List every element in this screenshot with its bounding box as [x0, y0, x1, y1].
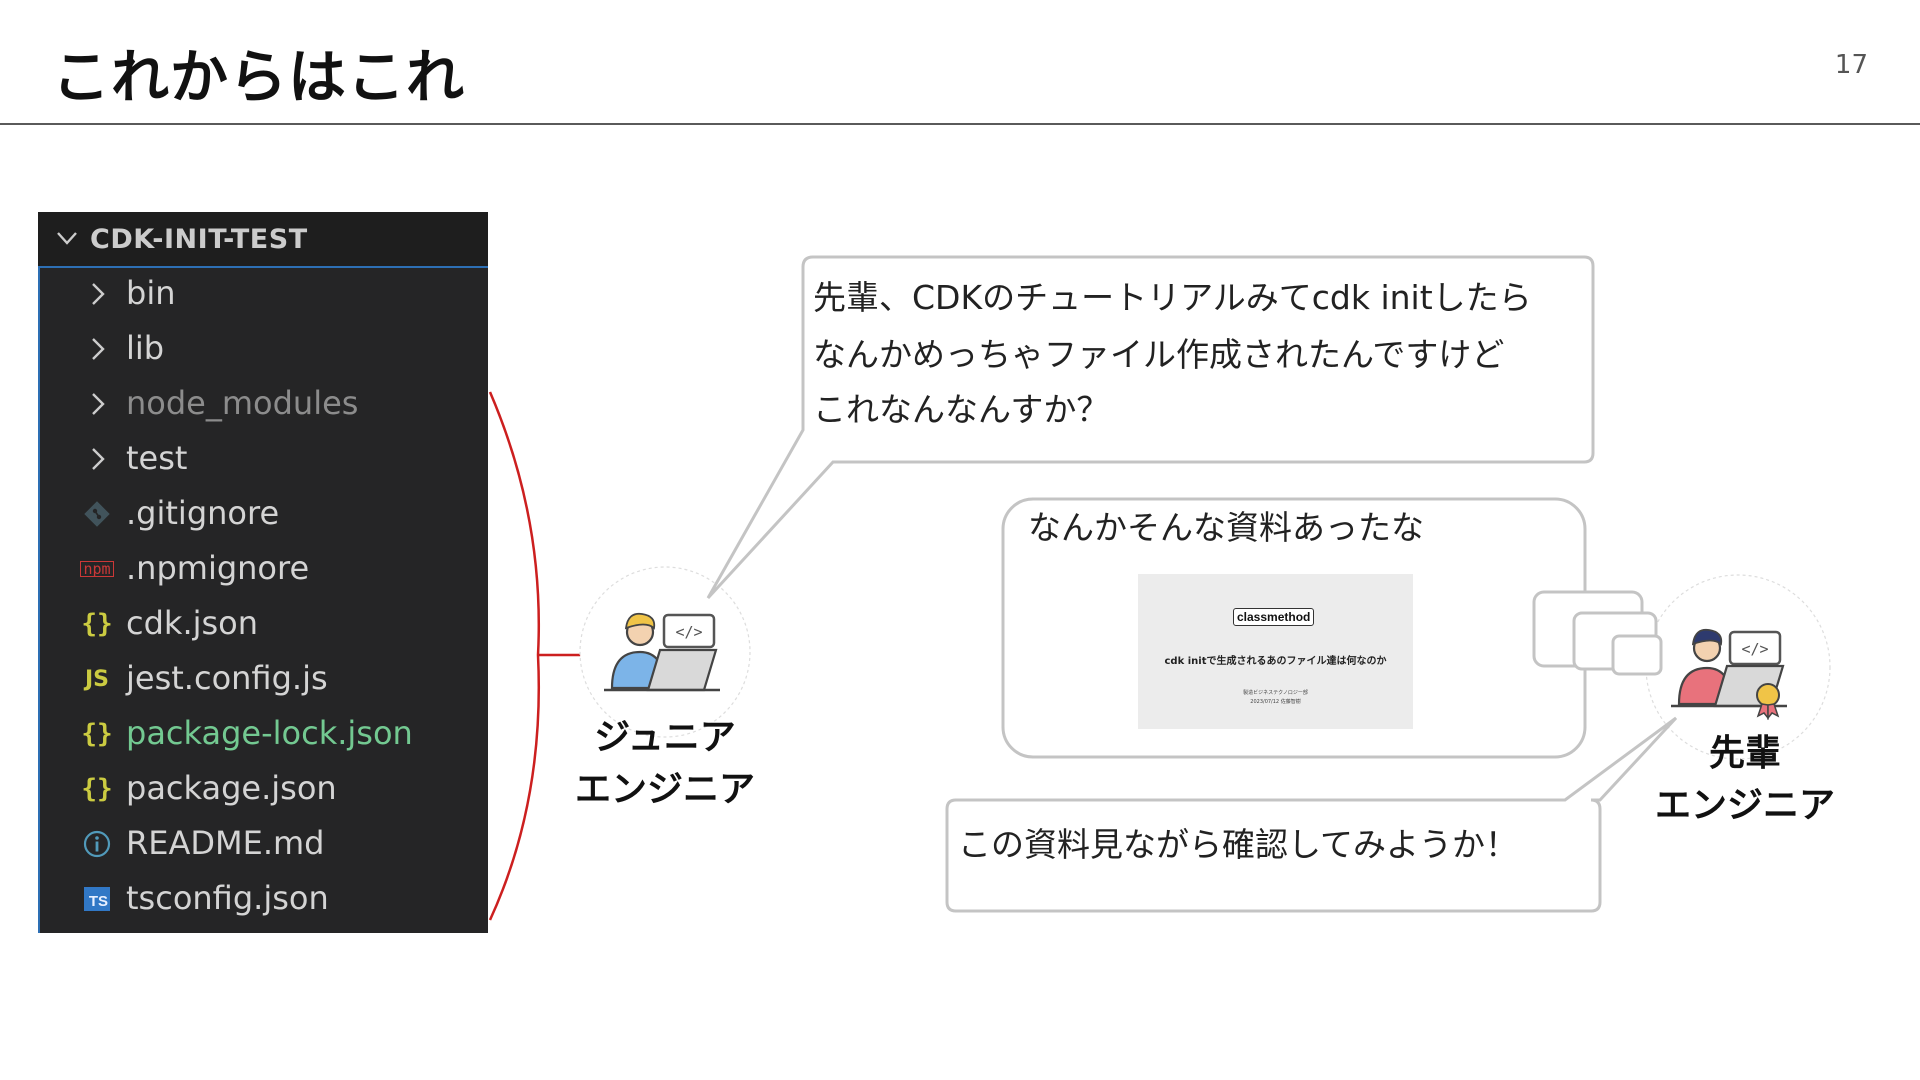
- tree-item-bin[interactable]: bin: [40, 268, 488, 320]
- junior-role-label: ジュニア エンジニア: [560, 712, 770, 816]
- document-title: cdk initで生成されるあのファイル達は何なのか: [1164, 656, 1387, 667]
- page-number: 17: [1834, 50, 1868, 80]
- thought-dot-small: [1611, 634, 1663, 676]
- tree-item-npmignore[interactable]: npm .npmignore: [40, 543, 488, 595]
- json-icon: {}: [81, 719, 113, 749]
- senior-role-label: 先輩 エンジニア: [1640, 728, 1850, 832]
- npm-icon: npm: [80, 561, 114, 577]
- git-icon: [80, 498, 114, 530]
- tree-item-label: .gitignore: [126, 494, 280, 532]
- speech-bubble-question: [706, 255, 1595, 600]
- question-line-2: なんかめっちゃファイル作成されたんですけど: [813, 335, 1505, 374]
- classmethod-logo: classmethod: [1233, 608, 1315, 626]
- tree-item-test[interactable]: test: [40, 433, 488, 485]
- tree-item-package-json[interactable]: {} package.json: [40, 763, 488, 815]
- chevron-right-icon: [80, 333, 114, 365]
- tree-item-gitignore[interactable]: .gitignore: [40, 488, 488, 540]
- tree-item-label: package.json: [126, 769, 337, 807]
- tree-item-cdk-json[interactable]: {} cdk.json: [40, 598, 488, 650]
- question-line-3: これなんなんすか？: [813, 390, 1110, 429]
- tree-item-label: cdk.json: [126, 604, 259, 642]
- tree-item-label: package-lock.json: [126, 714, 413, 752]
- red-bracket: [488, 391, 541, 921]
- speech-bubble-reply: [945, 716, 1678, 913]
- chevron-down-icon[interactable]: [54, 225, 80, 251]
- file-tree: bin lib node_modules test: [38, 268, 488, 933]
- senior-engineer-icon: </>: [1671, 628, 1787, 721]
- svg-text:</>: </>: [1741, 640, 1768, 658]
- question-line-1: 先輩、CDKのチュートリアルみてcdk initしたら: [813, 278, 1532, 317]
- junior-role-line-1: ジュニア: [594, 717, 736, 758]
- info-icon: [80, 828, 114, 860]
- tree-item-label: bin: [126, 274, 176, 312]
- tree-item-lib[interactable]: lib: [40, 323, 488, 375]
- tree-item-label: jest.config.js: [126, 659, 328, 697]
- tree-item-package-lock[interactable]: {} package-lock.json: [40, 708, 488, 760]
- tree-item-label: README.md: [126, 824, 325, 862]
- explorer-root-label: CDK-INIT-TEST: [90, 224, 308, 255]
- document-thumbnail: classmethod cdk initで生成されるあのファイル達は何なのか 製…: [1138, 574, 1413, 729]
- senior-role-line-2: エンジニア: [1654, 785, 1835, 826]
- explorer-root-folder[interactable]: CDK-INIT-TEST: [38, 212, 488, 268]
- tree-item-label: tsconfig.json: [126, 879, 329, 917]
- junior-role-line-2: エンジニア: [574, 769, 755, 810]
- tree-item-readme[interactable]: README.md: [40, 818, 488, 870]
- js-icon: JS: [84, 666, 110, 692]
- document-date-author: 2023/07/12 佐藤智樹: [1250, 699, 1301, 705]
- tree-item-node-modules[interactable]: node_modules: [40, 378, 488, 430]
- slide-title: これからはこれ: [52, 43, 466, 111]
- tree-item-label: .npmignore: [126, 549, 310, 587]
- json-icon: {}: [81, 774, 113, 804]
- thought-text: なんかそんな資料あったな: [1028, 508, 1424, 547]
- tree-item-label: test: [126, 439, 188, 477]
- tree-item-label: lib: [126, 329, 165, 367]
- senior-role-line-1: 先輩: [1708, 733, 1781, 774]
- reply-text: この資料見ながら確認してみようか！: [958, 825, 1519, 864]
- ts-icon: TS: [84, 887, 110, 911]
- tree-item-jest-config[interactable]: JS jest.config.js: [40, 653, 488, 705]
- tree-item-tsconfig[interactable]: TS tsconfig.json: [40, 873, 488, 925]
- title-divider: [0, 123, 1920, 125]
- junior-engineer-icon: </>: [604, 612, 720, 692]
- document-subtitle: 製造ビジネステクノロジー部: [1243, 690, 1308, 696]
- file-explorer: CDK-INIT-TEST bin lib node_modules tes: [38, 212, 488, 933]
- svg-text:</>: </>: [675, 623, 702, 641]
- chevron-right-icon: [80, 443, 114, 475]
- tree-item-label: node_modules: [126, 384, 359, 422]
- chevron-right-icon: [80, 388, 114, 420]
- json-icon: {}: [81, 609, 113, 639]
- chevron-right-icon: [80, 278, 114, 310]
